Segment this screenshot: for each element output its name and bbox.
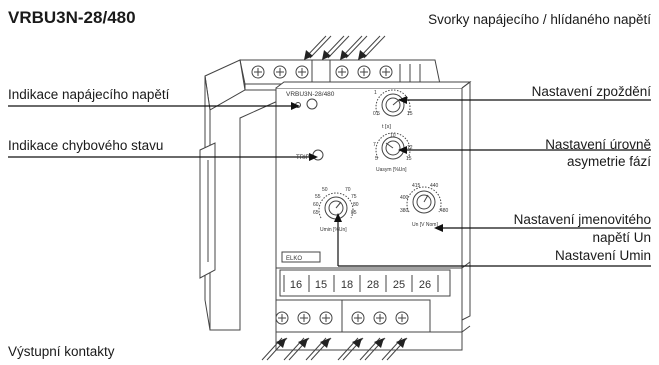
label-supply-indication: Indikace napájecího napětí bbox=[8, 87, 170, 102]
label-output-contacts: Výstupní kontakty bbox=[8, 344, 115, 359]
delay-tick: 1 bbox=[374, 90, 377, 96]
power-led-icon bbox=[306, 98, 318, 110]
terminal-label: 15 bbox=[315, 279, 327, 291]
asym-tick: 7 bbox=[373, 142, 376, 148]
un-tick: 440 bbox=[430, 183, 439, 189]
label-asym-setting-1: Nastavení úrovně bbox=[545, 137, 651, 152]
terminal-label: 26 bbox=[419, 279, 431, 291]
delay-tick: 15 bbox=[407, 111, 413, 117]
brand-text: ELKO bbox=[286, 256, 302, 262]
label-asym-setting-2: asymetrie fází bbox=[566, 154, 651, 169]
trip-text: TRIP bbox=[296, 155, 310, 161]
umin-tick: 75 bbox=[351, 194, 357, 200]
screw-icon bbox=[251, 65, 393, 79]
delay-dial-caption: t [s] bbox=[382, 124, 391, 130]
un-tick: 380 bbox=[400, 208, 409, 214]
label-error-indication: Indikace chybového stavu bbox=[8, 138, 164, 153]
terminal-label: 16 bbox=[290, 279, 302, 291]
delay-dial-icon bbox=[375, 89, 411, 117]
umin-tick: 50 bbox=[322, 187, 328, 193]
product-title: VRBU3N-28/480 bbox=[8, 8, 136, 27]
un-tick: 400 bbox=[400, 195, 409, 201]
asym-tick: 15 bbox=[406, 156, 412, 162]
un-dial-icon bbox=[406, 186, 442, 214]
umin-tick: 70 bbox=[345, 187, 351, 193]
screw-icon bbox=[275, 311, 409, 325]
terminal-label: 25 bbox=[393, 279, 405, 291]
delay-tick: 0.5 bbox=[373, 111, 380, 117]
un-dial-caption: Un [V Nom] bbox=[412, 222, 438, 228]
device-model-text: VRBU3N-28/480 bbox=[286, 91, 335, 98]
asym-dial-icon bbox=[375, 132, 411, 160]
asym-tick: 12 bbox=[407, 145, 413, 151]
umin-tick: 60 bbox=[313, 202, 319, 208]
label-un-setting-2: napětí Un bbox=[592, 230, 651, 245]
label-delay-setting: Nastavení zpoždění bbox=[531, 84, 651, 99]
terminal-label: 18 bbox=[341, 279, 353, 291]
un-tick: 480 bbox=[440, 208, 449, 214]
label-supply-terminals: Svorky napájecího / hlídaného napětí bbox=[428, 12, 651, 27]
label-umin-setting: Nastavení Umin bbox=[554, 248, 651, 263]
umin-tick: 65 bbox=[313, 210, 319, 216]
label-un-setting-1: Nastavení jmenovitého bbox=[513, 212, 651, 227]
un-tick: 415 bbox=[412, 183, 421, 189]
umin-tick: 80 bbox=[353, 202, 359, 208]
asym-tick: 5 bbox=[375, 156, 378, 162]
leader-lines bbox=[8, 99, 651, 267]
umin-dial-caption: Umin [%Un] bbox=[320, 227, 347, 233]
asym-dial-caption: Uasym [%Un] bbox=[376, 167, 407, 173]
asym-tick: 10 bbox=[390, 133, 396, 139]
umin-tick: 85 bbox=[351, 210, 357, 216]
brand-logo bbox=[281, 251, 321, 263]
umin-tick: 55 bbox=[315, 194, 321, 200]
terminal-label: 28 bbox=[367, 279, 379, 291]
